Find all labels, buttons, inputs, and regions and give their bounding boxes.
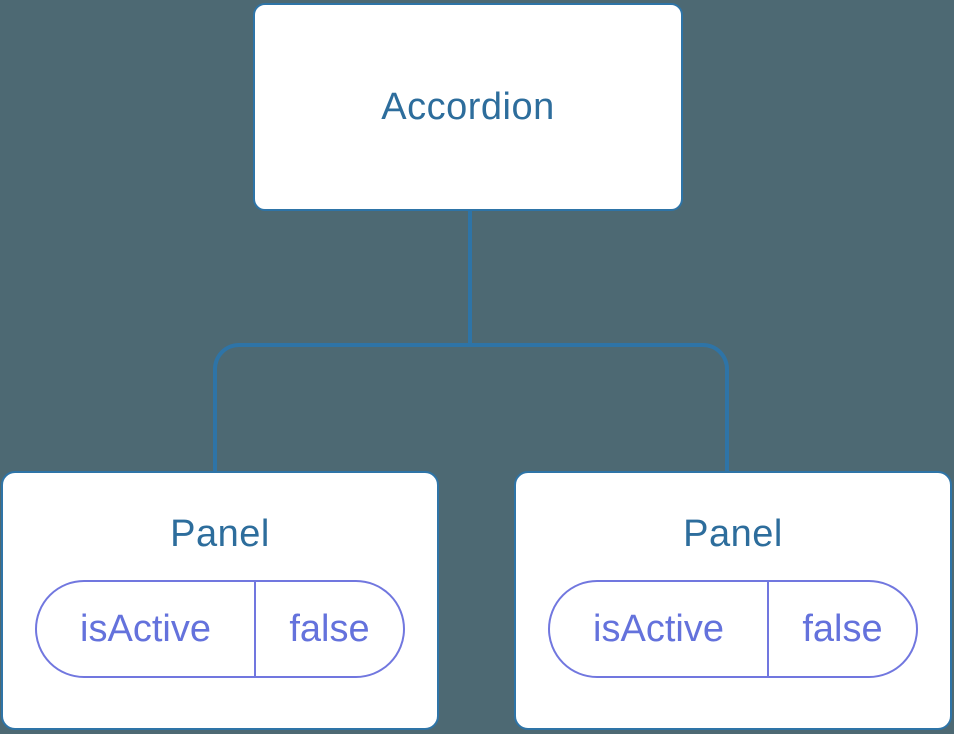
- panel-node-right: Panel isActive false: [514, 471, 952, 730]
- accordion-label: Accordion: [381, 85, 555, 128]
- panel-title: Panel: [683, 513, 783, 555]
- state-value: false: [802, 607, 883, 650]
- state-value: false: [289, 607, 370, 650]
- state-pill: isActive false: [35, 580, 405, 678]
- connector-stem: [468, 211, 472, 345]
- connector-bracket: [213, 343, 729, 471]
- state-pill: isActive false: [548, 580, 918, 678]
- panel-title: Panel: [170, 513, 270, 555]
- panel-node-left: Panel isActive false: [1, 471, 439, 730]
- accordion-node: Accordion: [253, 3, 683, 211]
- state-key: isActive: [550, 582, 769, 676]
- state-key: isActive: [37, 582, 256, 676]
